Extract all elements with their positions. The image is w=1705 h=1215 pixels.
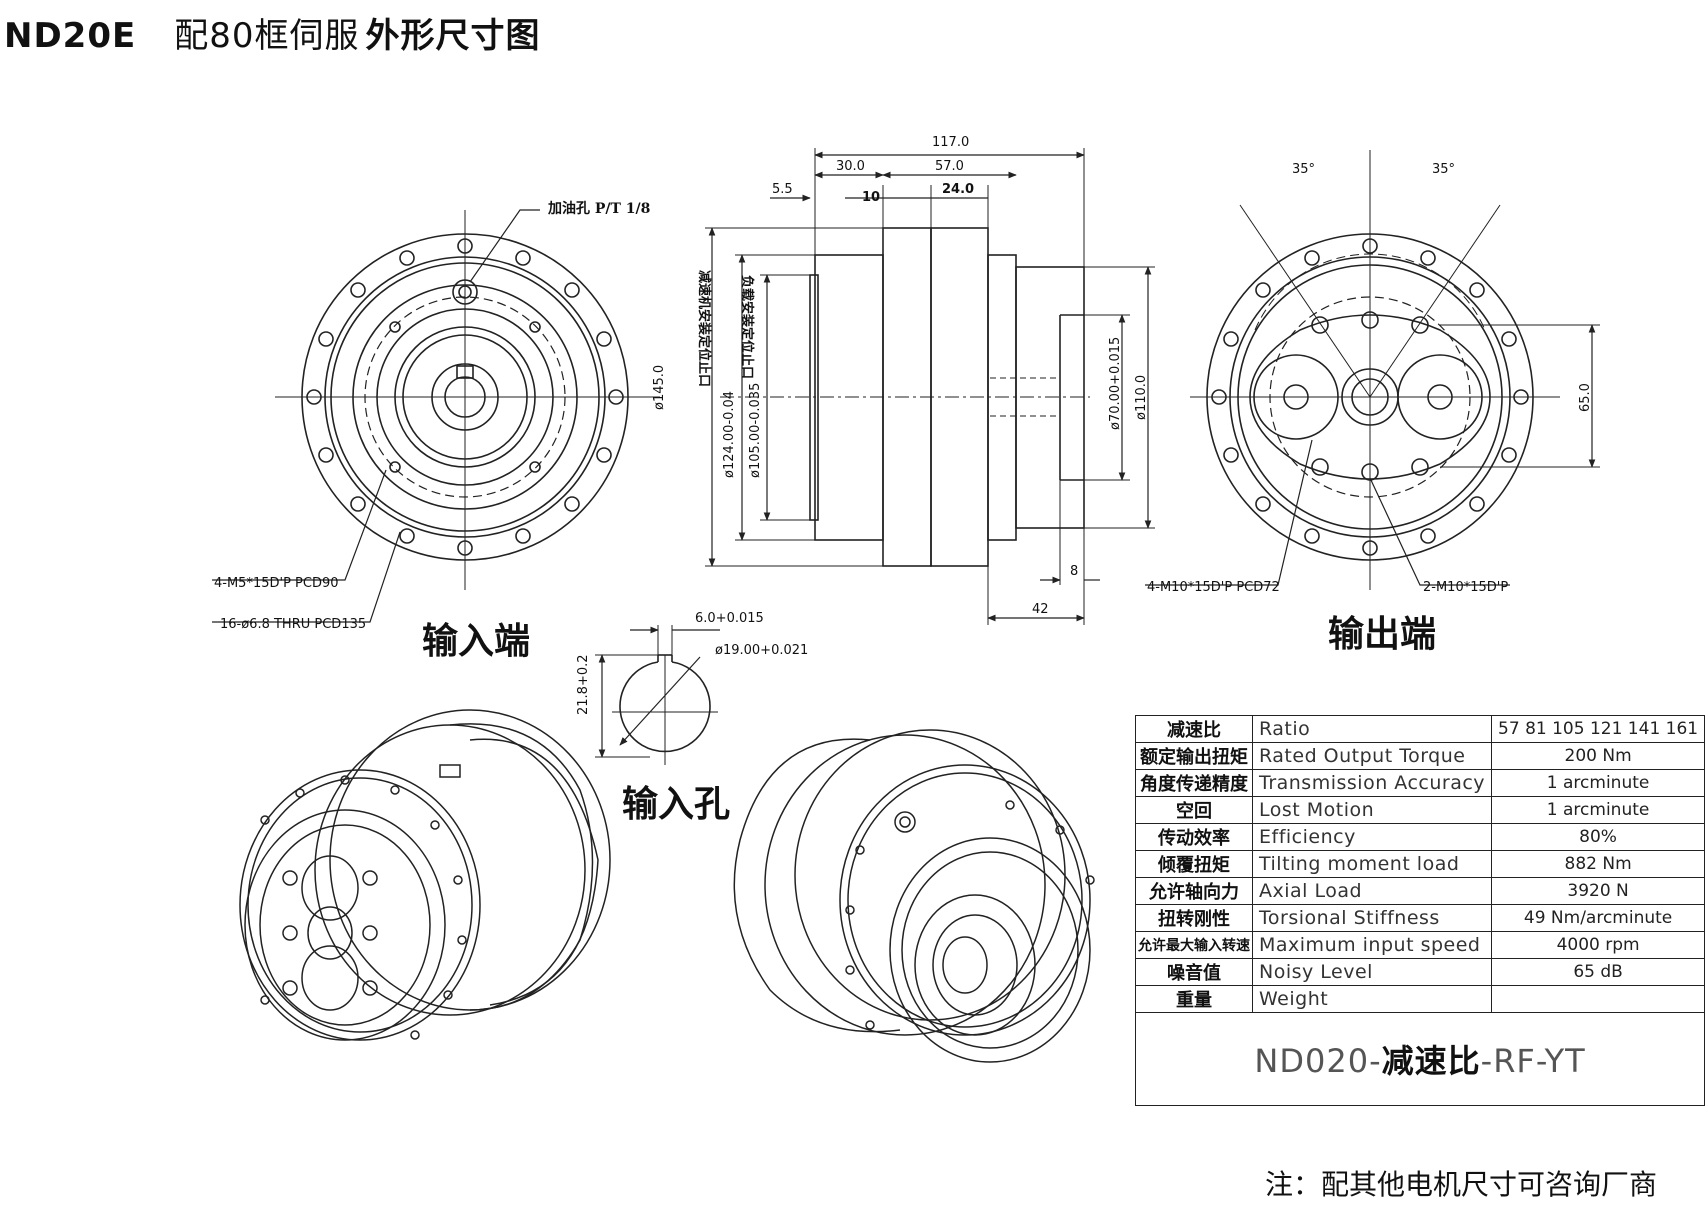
input-end-label: 输入端 (422, 621, 531, 662)
model-code: ND020-减速比-RF-YT (1134, 1011, 1705, 1106)
dim-65: 65.0 (1578, 383, 1593, 412)
dim-30: 30.0 (836, 159, 865, 174)
dim-145: ø145.0 (652, 364, 667, 410)
model-code-row: ND020-减速比-RF-YT (1134, 1011, 1705, 1106)
bore-label: ø19.00+0.021 (715, 643, 809, 658)
output-tap-label: 4-M10*15D'P PCD72 (1147, 580, 1280, 595)
title-subtitle: 配80框伺服 (174, 16, 360, 56)
input-thru-label: 16-ø6.8 THRU PCD135 (220, 617, 367, 632)
dim-total: 117.0 (932, 135, 970, 150)
dim-110: ø110.0 (1134, 374, 1149, 420)
dim-10: 10 (862, 190, 881, 205)
dim-5-5: 5.5 (772, 182, 793, 197)
output-end-label: 输出端 (1328, 614, 1437, 655)
depth-label: 21.8+0.2 (576, 654, 591, 715)
dim-105: ø105.00-0.035 (748, 382, 763, 478)
output-tap2-label: 2-M10*15D'P (1423, 580, 1509, 595)
input-bolt-holes (306, 238, 624, 556)
isometric-output-view (733, 729, 1095, 1063)
dim-57: 57.0 (935, 159, 964, 174)
dim-24: 24.0 (942, 182, 975, 197)
footnote: 注：配其他电机尺寸可咨询厂商 (1264, 1168, 1657, 1201)
input-end-view (212, 209, 660, 623)
dim-70: ø70.00+0.015 (1108, 336, 1123, 430)
angle-right-label: 35° (1432, 162, 1456, 177)
isometric-input-view (239, 709, 611, 1041)
output-bolt-holes (1211, 238, 1529, 556)
output-end-view (1145, 150, 1600, 590)
angle-left-label: 35° (1292, 162, 1316, 177)
drawing-canvas (212, 148, 1600, 1063)
input-hole-detail (595, 625, 720, 765)
key-width-label: 6.0+0.015 (695, 611, 764, 626)
model-name: ND20E (4, 16, 137, 56)
input-hole-label: 输入孔 (622, 784, 731, 825)
dim-8: 8 (1070, 564, 1079, 579)
load-spigot-label: 负载安装定位止口 (739, 275, 754, 380)
dim-42: 42 (1032, 602, 1049, 617)
page-title: ND20E 配80框伺服外形尺寸图 (4, 8, 578, 57)
side-view (705, 148, 1155, 625)
title-heading: 外形尺寸图 (365, 16, 541, 56)
reducer-spigot-label: 减速机安装定位止口 (696, 270, 711, 388)
input-tap-label: 4-M5*15D'P PCD90 (214, 576, 339, 591)
dim-124: ø124.00-0.04 (722, 390, 737, 478)
oil-hole-label: 加油孔 P/T 1/8 (548, 201, 651, 217)
